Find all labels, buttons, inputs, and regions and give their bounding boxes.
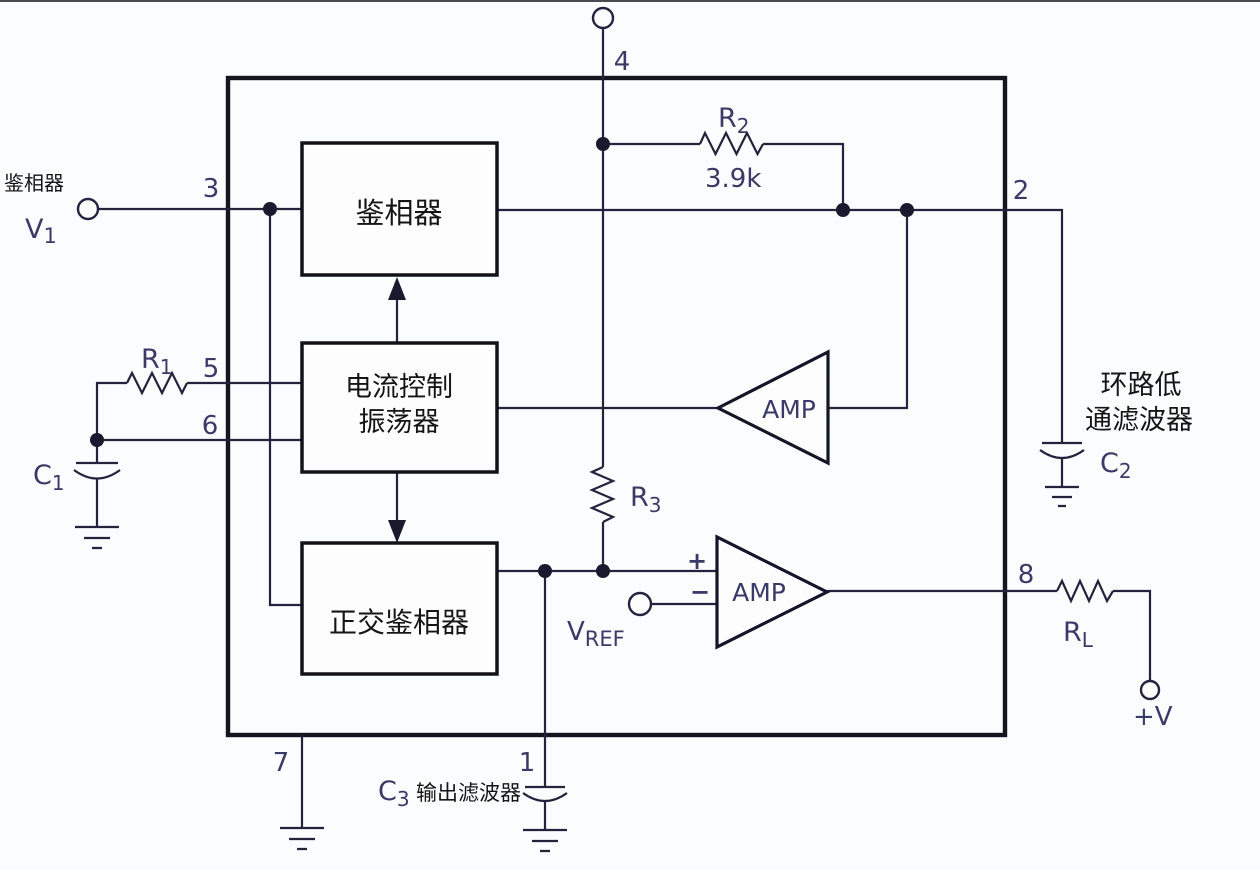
r3-label: R3 xyxy=(630,482,662,517)
phase-detector-label: 鉴相器 xyxy=(355,196,442,230)
pin7-ground-symbol xyxy=(280,826,324,851)
r2-value-label: 3.9k xyxy=(705,164,761,194)
cco-label-line1: 电流控制 xyxy=(345,372,453,403)
c1-label: C1 xyxy=(33,460,65,495)
r2-label: R2 xyxy=(718,103,750,138)
c2-curved-plate xyxy=(1039,449,1085,460)
amp2-minus-sign: − xyxy=(690,578,710,606)
loop-filter-label-line2: 通滤波器 xyxy=(1085,405,1193,436)
r1-label: R1 xyxy=(141,344,173,379)
pin5-label: 5 xyxy=(203,354,220,384)
c1-capacitor xyxy=(73,461,121,480)
plus-v-label: +V xyxy=(1133,702,1173,732)
pin8-label: 8 xyxy=(1018,560,1035,590)
c3-ground-symbol xyxy=(523,828,567,853)
c3-label: C3 xyxy=(378,776,410,811)
r3-resistor xyxy=(589,465,616,523)
vref-label: VREF xyxy=(567,617,625,651)
wires xyxy=(95,28,1152,830)
output-filter-label: 输出滤波器 xyxy=(416,781,521,805)
junction-dot-c3-tap xyxy=(538,564,552,578)
c1-curved-plate xyxy=(73,469,121,480)
r2-resistor xyxy=(698,130,764,157)
loop-filter-label-line1: 环路低 xyxy=(1101,370,1182,401)
rl-resistor xyxy=(1056,578,1114,604)
cco-label-line2: 振荡器 xyxy=(359,407,440,438)
junction-dot-amp1-feed xyxy=(900,203,914,217)
pin4-label: 4 xyxy=(614,47,631,77)
wire-r2-branch xyxy=(610,142,845,210)
c3-curved-plate xyxy=(522,792,568,803)
c1-ground-symbol xyxy=(75,525,119,550)
pin2-label: 2 xyxy=(1013,176,1030,206)
junction-dot-pin3 xyxy=(263,202,277,216)
junction-dot-r2-right xyxy=(836,203,850,217)
plus-v-terminal xyxy=(1139,679,1161,701)
wire-pin3-net xyxy=(98,207,302,607)
phase-detector-block xyxy=(300,141,499,277)
junction-dot-r3-bottom xyxy=(596,564,610,578)
amp1-triangle xyxy=(714,349,830,466)
arrow-up-icon xyxy=(388,277,406,300)
pin4-supply-terminal xyxy=(591,6,615,30)
c3-capacitor xyxy=(522,785,568,803)
r1-resistor xyxy=(126,370,188,396)
pin1-label: 1 xyxy=(519,748,536,778)
c2-capacitor xyxy=(1039,441,1085,460)
junction-dot-c1 xyxy=(90,433,104,447)
amp1-label: AMP xyxy=(762,395,816,424)
pin7-label: 7 xyxy=(273,748,290,778)
c2-label: C2 xyxy=(1100,448,1132,483)
wire-pin8-rl xyxy=(827,589,1152,681)
vref-terminal xyxy=(627,591,653,617)
arrow-down-icon xyxy=(388,520,406,543)
pin3-label: 3 xyxy=(203,174,220,204)
quad-detector-block xyxy=(300,541,499,676)
junction-dot-r2-left xyxy=(596,137,610,151)
image-top-border xyxy=(0,0,1260,2)
wire-pin2-net xyxy=(497,208,1064,443)
amp2-plus-sign: + xyxy=(687,547,707,575)
amp2-label: AMP xyxy=(732,578,786,607)
v1-input-terminal xyxy=(76,197,100,221)
cco-block xyxy=(300,341,499,474)
amp2-triangle xyxy=(715,534,831,650)
rl-label: RL xyxy=(1063,617,1094,652)
ic-outline-box xyxy=(225,75,1008,738)
v1-label: V1 xyxy=(25,214,57,248)
c2-ground-symbol xyxy=(1045,485,1079,508)
wire-pin5-r1 xyxy=(95,381,302,440)
quad-detector-label: 正交鉴相器 xyxy=(329,606,469,639)
pin6-label: 6 xyxy=(202,411,219,441)
wire-amp1-input xyxy=(828,210,909,410)
top-left-annotation: 鉴相器 xyxy=(4,171,64,195)
